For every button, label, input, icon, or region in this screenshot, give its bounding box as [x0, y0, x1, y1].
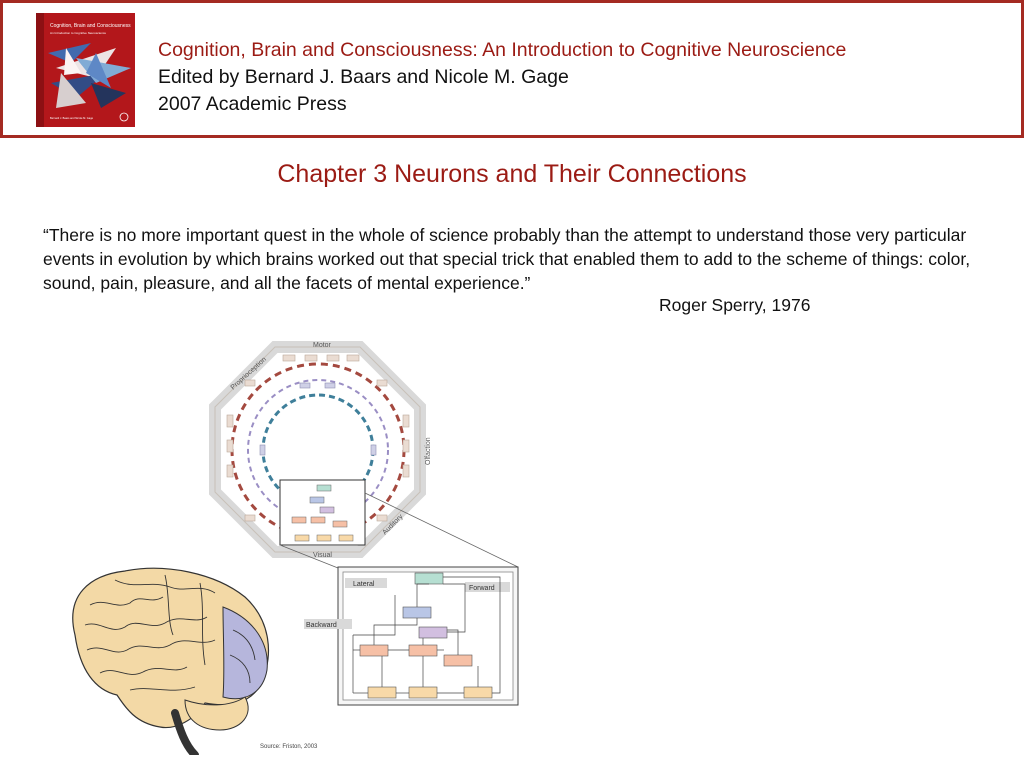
figure-source: Source: Friston, 2003 — [260, 744, 318, 750]
book-editors: Edited by Bernard J. Baars and Nicole M.… — [158, 66, 569, 88]
quote-attribution: Roger Sperry, 1976 — [659, 295, 811, 315]
label-lateral: Lateral — [353, 581, 375, 588]
label-forward: Forward — [469, 585, 495, 592]
book-publisher: 2007 Academic Press — [158, 93, 347, 115]
chapter-title: Chapter 3 Neurons and Their Connections — [277, 160, 747, 188]
book-cover-authors: Bernard J. Baars and Nicole M. Gage — [50, 116, 94, 120]
hierarchy-octagon-diagram: Motor Proprioception Olfaction Auditory … — [209, 341, 432, 559]
brain-network-figure: Motor Proprioception Olfaction Auditory … — [55, 335, 535, 759]
label-olfaction: Olfaction — [425, 437, 432, 465]
hierarchy-detail-diagram: Lateral Forward Backward — [304, 566, 519, 706]
book-cover-image: Cognition, Brain and Consciousness An In… — [36, 13, 135, 127]
label-motor: Motor — [313, 342, 332, 349]
book-cover-title: Cognition, Brain and Consciousness — [50, 23, 131, 29]
quote-text: “There is no more important quest in the… — [43, 225, 971, 293]
book-cover-subtitle: An Introduction to Cognitive Neuroscienc… — [50, 31, 106, 35]
header-banner: Cognition, Brain and Consciousness An In… — [0, 0, 1024, 138]
brain-illustration — [72, 567, 270, 759]
book-title: Cognition, Brain and Consciousness: An I… — [158, 39, 847, 61]
label-visual: Visual — [313, 552, 332, 559]
label-backward: Backward — [306, 622, 337, 629]
book-reference: Cognition, Brain and Consciousness: An I… — [158, 37, 846, 118]
